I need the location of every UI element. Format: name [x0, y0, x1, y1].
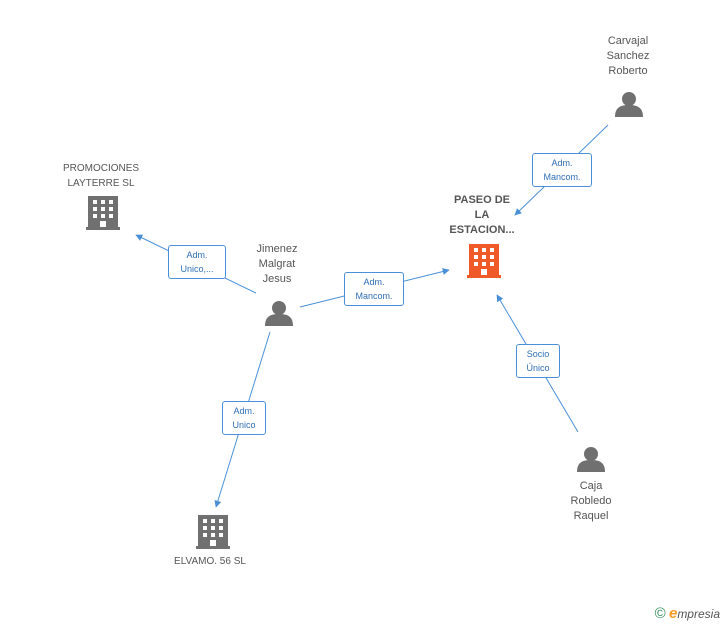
edge-label-caja-paseo: Socio Único: [516, 344, 560, 378]
node-label-promociones[interactable]: PROMOCIONES LAYTERRE SL: [62, 163, 140, 189]
person-icon[interactable]: [265, 301, 293, 326]
brand-name: empresia: [668, 605, 720, 622]
copyright-icon: ©: [654, 605, 666, 622]
person-icon[interactable]: [577, 447, 605, 472]
node-label-elvamo[interactable]: ELVAMO. 56 SL: [174, 556, 246, 567]
building-icon[interactable]: [86, 196, 120, 230]
edge-label-jimenez-elvamo: Adm. Unico: [222, 401, 266, 435]
empresia-logo: © empresia: [655, 605, 720, 622]
node-label-jimenez[interactable]: Jimenez Malgrat Jesus: [256, 243, 298, 285]
edge-label-jimenez-paseo: Adm. Mancom.: [344, 272, 404, 306]
building-icon[interactable]: [196, 515, 230, 549]
node-label-paseo[interactable]: PASEO DE LA ESTACION...: [449, 194, 515, 236]
node-label-caja[interactable]: Caja Robledo Raquel: [570, 480, 612, 522]
person-icon[interactable]: [615, 92, 643, 117]
edge-label-carvajal-paseo: Adm. Mancom.: [532, 153, 592, 187]
edge-label-jimenez-promociones: Adm. Unico,...: [168, 245, 226, 279]
main-building-icon[interactable]: [467, 244, 501, 278]
node-label-carvajal[interactable]: Carvajal Sanchez Roberto: [606, 35, 650, 77]
